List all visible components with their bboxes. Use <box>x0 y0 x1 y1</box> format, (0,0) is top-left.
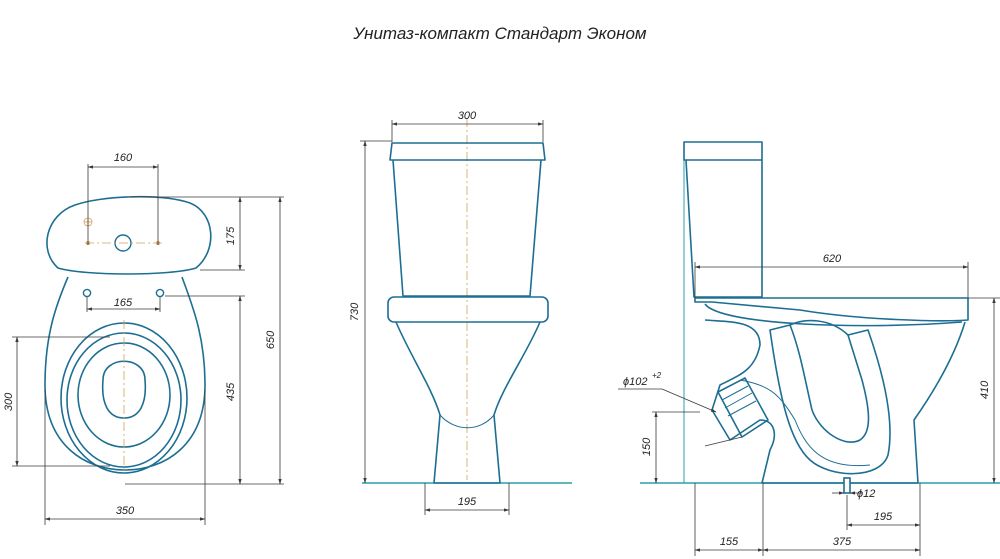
side-dim-phi12: ϕ12 <box>857 488 875 500</box>
front-dim-730: 730 <box>349 302 361 321</box>
side-bowl-body <box>704 319 966 484</box>
side-view: 620 410 ϕ102 +2 150 ϕ12 195 155 375 <box>618 141 1000 556</box>
dim-435: 435 <box>225 382 237 401</box>
side-inner-contour <box>739 379 871 467</box>
front-dim-300: 300 <box>458 110 477 122</box>
seat-hole-right <box>155 288 165 298</box>
dim-650: 650 <box>265 330 277 349</box>
side-dim-195: 195 <box>874 511 893 523</box>
bowl-outlet <box>101 360 147 419</box>
front-tank-body <box>392 159 542 297</box>
seat-hole-left <box>82 288 92 298</box>
dim-350: 350 <box>116 505 135 517</box>
side-dim-phi102: ϕ102 <box>623 376 647 388</box>
floor-bolt <box>843 477 851 494</box>
top-view: 160 165 175 435 650 300 350 <box>3 152 284 525</box>
front-view: 300 730 195 <box>349 110 572 515</box>
dim-165: 165 <box>114 297 133 309</box>
side-bowl-rim <box>694 297 969 322</box>
side-dim-620: 620 <box>823 253 842 265</box>
dim-175: 175 <box>225 226 237 245</box>
side-dim-155: 155 <box>720 536 739 548</box>
side-dim-phi102-tolerance: +2 <box>652 371 662 380</box>
side-outlet <box>717 377 769 438</box>
bowl-outline <box>44 276 206 471</box>
side-siphon <box>789 319 849 336</box>
side-seat <box>704 303 963 327</box>
dim-300-top: 300 <box>3 392 15 411</box>
drawing-title: Унитаз-компакт Стандарт Эконом <box>353 24 647 43</box>
front-dim-195: 195 <box>458 496 477 508</box>
tank-lid-outline <box>46 195 212 275</box>
front-pedestal <box>395 321 541 484</box>
dim-160: 160 <box>114 152 133 164</box>
front-bowl-rim <box>387 296 549 323</box>
side-tank-lid <box>683 141 763 161</box>
side-tank-body <box>685 159 763 298</box>
side-dim-410: 410 <box>979 380 991 399</box>
side-dim-150: 150 <box>641 437 653 456</box>
front-tank-lid <box>389 142 546 161</box>
side-dim-375: 375 <box>833 536 852 548</box>
side-trap <box>769 324 891 475</box>
